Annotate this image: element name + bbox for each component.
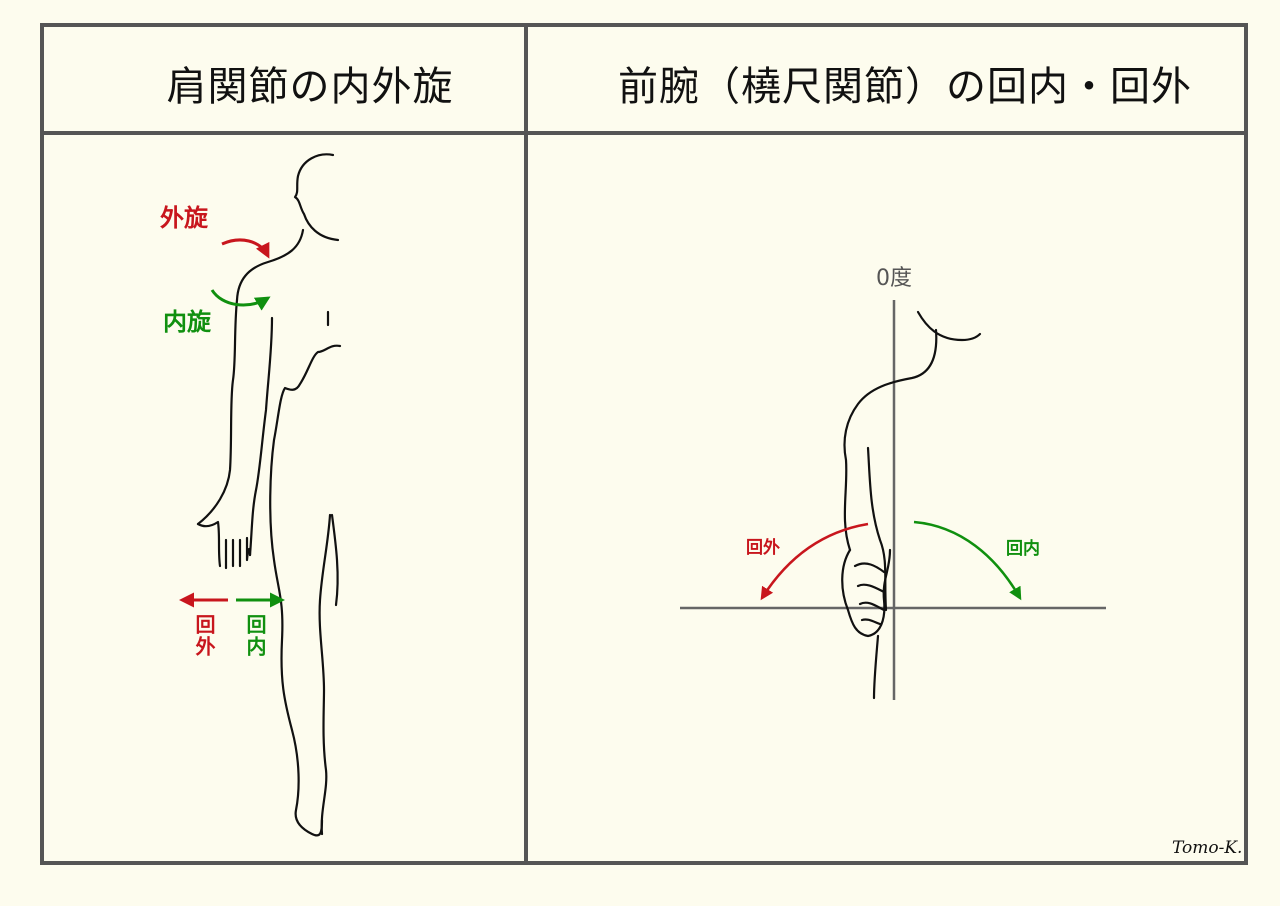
- torso-front: [269, 310, 342, 837]
- author-signature: Tomo-K.: [1172, 838, 1243, 858]
- curved-arrow-icon-supination: [760, 522, 869, 601]
- label-external-rotation: 外旋: [160, 204, 208, 232]
- fist-outline: [841, 548, 892, 638]
- reference-axes: [680, 300, 1106, 700]
- body-figure-illustration: [196, 153, 342, 837]
- arm-outer: [196, 298, 239, 526]
- table-frame: [40, 23, 1248, 865]
- label-zero-degree: 0度: [876, 266, 912, 291]
- label-left-pronation: 回内: [243, 614, 267, 658]
- right-panel-title: 前腕（橈尺関節）の回内・回外: [618, 64, 1192, 110]
- label-right-pronation: 回内: [1006, 539, 1040, 559]
- shoulder-outline: [235, 228, 305, 302]
- leg-crease: [330, 513, 339, 607]
- forearm-illustration: [841, 310, 982, 700]
- hand-outline: [196, 520, 252, 570]
- label-right-supination: 回外: [746, 538, 780, 558]
- shoulder-outline: [843, 328, 938, 552]
- left-panel-title: 肩関節の内外旋: [166, 64, 454, 110]
- head-outline: [293, 153, 340, 242]
- curved-arrow-icon-external: [221, 238, 270, 259]
- label-internal-rotation: 内旋: [163, 308, 211, 336]
- label-left-supination: 回外: [192, 614, 216, 658]
- curved-arrow-icon-internal: [210, 289, 271, 311]
- back-leg: [318, 513, 332, 836]
- curved-arrow-icon-pronation: [913, 520, 1022, 601]
- arm-inner: [248, 316, 274, 557]
- lower-arm-line: [872, 634, 880, 700]
- neck-outline: [916, 310, 982, 342]
